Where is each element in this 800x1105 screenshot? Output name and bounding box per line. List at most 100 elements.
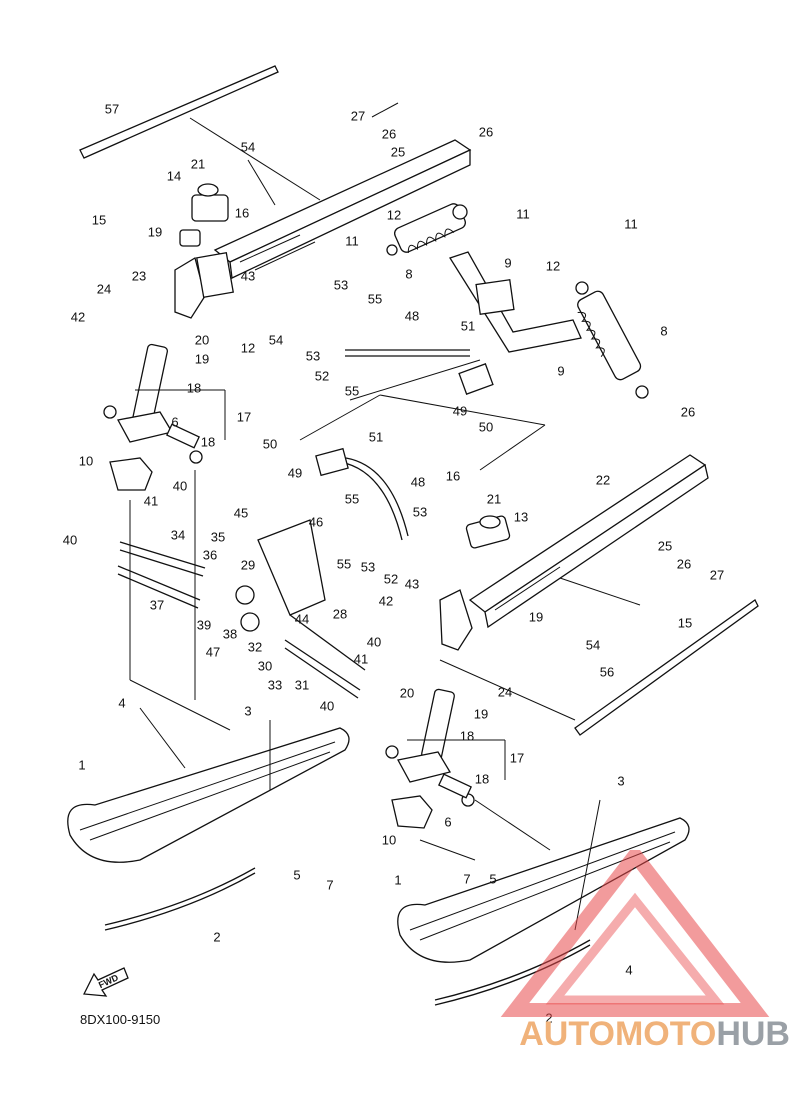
callout-8: 8 (660, 323, 667, 338)
callout-53: 53 (306, 348, 320, 363)
callout-42: 42 (379, 593, 393, 608)
callout-7: 7 (326, 877, 333, 892)
callout-38: 38 (223, 626, 237, 641)
callout-56: 56 (600, 664, 614, 679)
callout-29: 29 (241, 557, 255, 572)
callout-43: 43 (241, 268, 255, 283)
callout-55: 55 (368, 291, 382, 306)
callout-24: 24 (498, 684, 512, 699)
callout-3: 3 (244, 703, 251, 718)
callout-16: 16 (446, 468, 460, 483)
decal-56 (574, 599, 759, 736)
leader-lines (129, 102, 641, 931)
callout-42: 42 (71, 309, 85, 324)
callout-55: 55 (345, 491, 359, 506)
callout-11: 11 (624, 216, 638, 231)
callout-18: 18 (201, 434, 215, 449)
shock-absorber-upper (386, 203, 468, 256)
callout-41: 41 (144, 493, 158, 508)
callout-24: 24 (97, 281, 111, 296)
callout-18: 18 (460, 728, 474, 743)
callout-19: 19 (148, 224, 162, 239)
callout-53: 53 (334, 277, 348, 292)
callout-12: 12 (241, 340, 255, 355)
callout-26: 26 (479, 124, 493, 139)
callout-51: 51 (461, 318, 475, 333)
callout-22: 22 (596, 472, 610, 487)
watermark-triangle-icon (500, 843, 770, 1017)
watermark-text: AUTOMOTOHUB (519, 1015, 790, 1054)
watermark-text-part2: HUB (716, 1015, 790, 1053)
spindle-left (103, 183, 234, 491)
callout-48: 48 (405, 308, 419, 323)
forward-arrow-icon: FWD (82, 967, 129, 997)
callout-5: 5 (293, 867, 300, 882)
callout-2: 2 (213, 929, 220, 944)
callout-5: 5 (489, 871, 496, 886)
spindle-right (385, 515, 511, 829)
callout-6: 6 (444, 814, 451, 829)
callout-15: 15 (678, 615, 692, 630)
callout-8: 8 (405, 266, 412, 281)
callout-40: 40 (320, 698, 334, 713)
callout-18: 18 (187, 380, 201, 395)
callout-28: 28 (333, 606, 347, 621)
callout-21: 21 (487, 491, 501, 506)
callout-19: 19 (474, 706, 488, 721)
callout-1: 1 (78, 757, 85, 772)
callout-23: 23 (132, 268, 146, 283)
shock-absorber-lower (575, 281, 649, 399)
callout-47: 47 (206, 644, 220, 659)
callout-48: 48 (411, 474, 425, 489)
callout-53: 53 (361, 559, 375, 574)
callout-11: 11 (516, 206, 530, 221)
callout-55: 55 (345, 383, 359, 398)
callout-11: 11 (345, 233, 359, 248)
steering-rod-lower (315, 447, 409, 541)
callout-37: 37 (150, 597, 164, 612)
callout-10: 10 (382, 832, 396, 847)
watermark: AUTOMOTOHUB (470, 843, 800, 1100)
callout-12: 12 (387, 207, 401, 222)
decal-57 (79, 65, 279, 159)
callout-34: 34 (171, 527, 185, 542)
callout-32: 32 (248, 639, 262, 654)
callout-39: 39 (197, 617, 211, 632)
callout-50: 50 (479, 419, 493, 434)
callout-54: 54 (241, 139, 255, 154)
callout-52: 52 (384, 571, 398, 586)
callout-16: 16 (235, 205, 249, 220)
callout-40: 40 (173, 478, 187, 493)
upper-rail (213, 139, 472, 279)
callout-51: 51 (369, 429, 383, 444)
callout-17: 17 (510, 750, 524, 765)
callout-30: 30 (258, 658, 272, 673)
callout-20: 20 (195, 332, 209, 347)
callout-25: 25 (658, 538, 672, 553)
callout-55: 55 (337, 556, 351, 571)
steering-rod-upper (345, 349, 494, 395)
callout-52: 52 (315, 368, 329, 383)
callout-19: 19 (195, 351, 209, 366)
callout-27: 27 (351, 108, 365, 123)
watermark-text-part1: AUTOMOTO (519, 1015, 717, 1053)
callout-2: 2 (545, 1010, 552, 1025)
callout-43: 43 (405, 576, 419, 591)
callout-54: 54 (586, 637, 600, 652)
callout-9: 9 (557, 363, 564, 378)
callout-46: 46 (309, 514, 323, 529)
callout-25: 25 (391, 144, 405, 159)
callout-54: 54 (269, 332, 283, 347)
callout-53: 53 (413, 504, 427, 519)
callout-26: 26 (382, 126, 396, 141)
callout-50: 50 (263, 436, 277, 451)
callout-40: 40 (367, 634, 381, 649)
callout-31: 31 (295, 677, 309, 692)
callout-57: 57 (105, 101, 119, 116)
callout-49: 49 (453, 403, 467, 418)
callout-13: 13 (514, 509, 528, 524)
callout-41: 41 (354, 651, 368, 666)
callout-4: 4 (118, 695, 125, 710)
